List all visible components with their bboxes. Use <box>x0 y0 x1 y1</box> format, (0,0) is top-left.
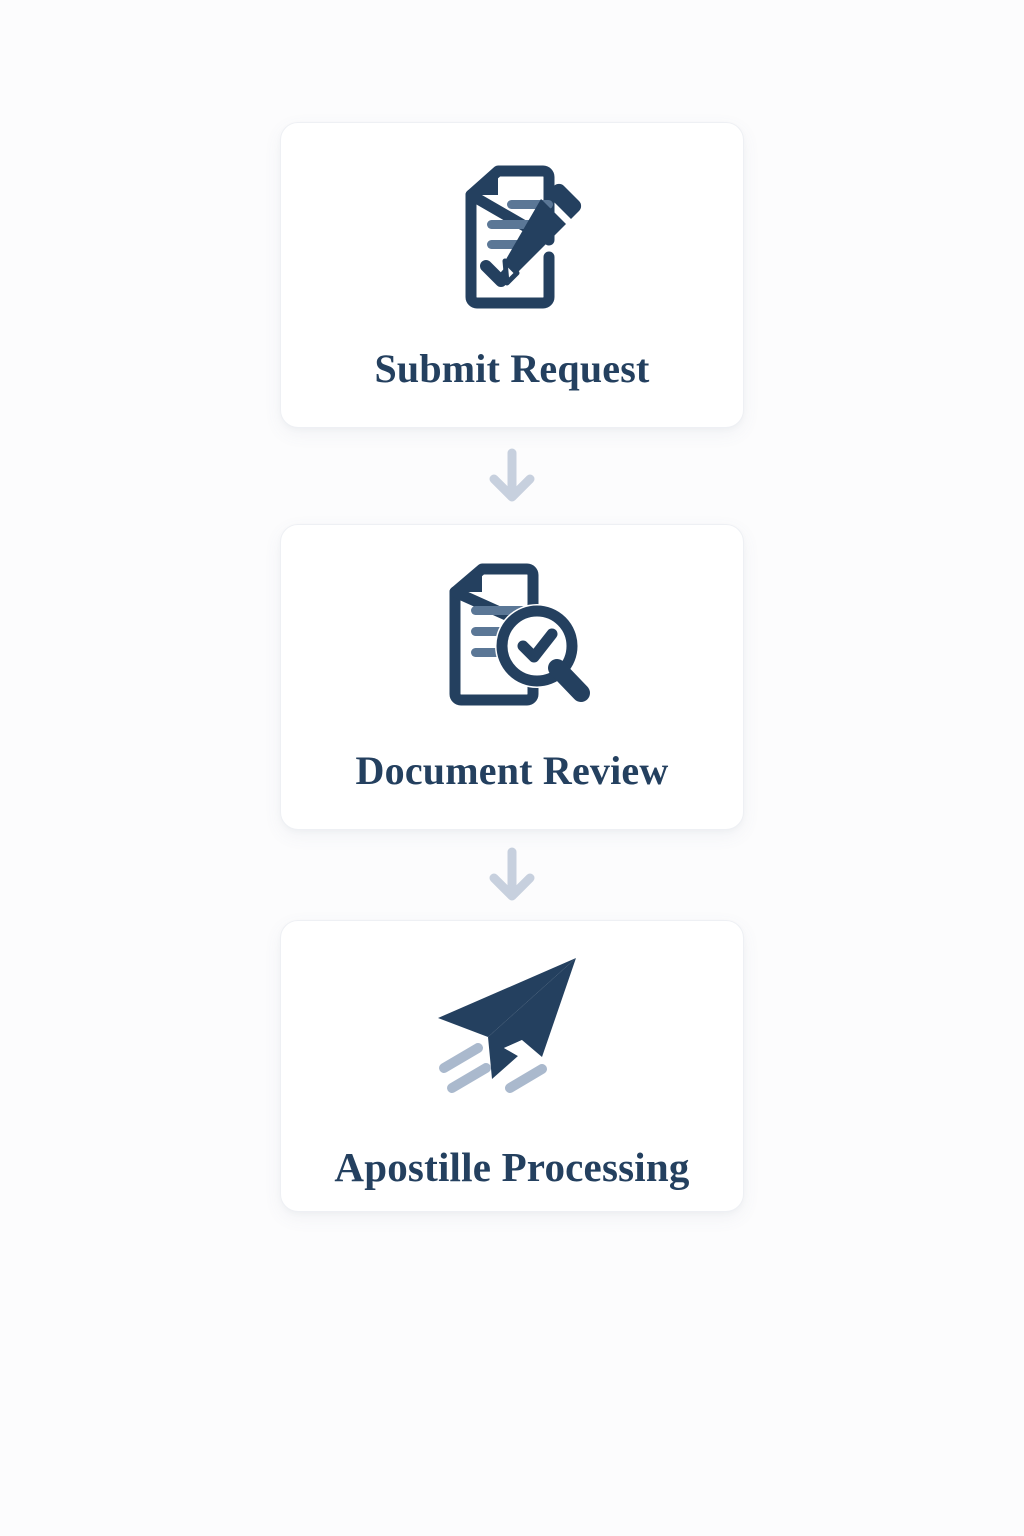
document-magnifier-check-icon <box>433 561 591 713</box>
step-icon-wrap <box>433 553 591 721</box>
arrow-down-icon <box>488 847 536 903</box>
flow-steps-stack: Submit Request <box>280 122 744 1212</box>
step-card-submit-request[interactable]: Submit Request <box>280 122 744 428</box>
connector-1 <box>280 428 744 524</box>
step-label: Submit Request <box>374 346 650 391</box>
paper-plane-icon <box>430 952 595 1097</box>
connector-2 <box>280 830 744 920</box>
step-label: Apostille Processing <box>334 1144 690 1190</box>
step-icon-wrap <box>437 153 587 321</box>
step-label: Document Review <box>355 748 669 793</box>
step-card-document-review[interactable]: Document Review <box>280 524 744 830</box>
arrow-down-icon <box>488 448 536 504</box>
document-pencil-check-icon <box>437 162 587 312</box>
step-icon-wrap <box>430 939 595 1109</box>
step-card-apostille-processing[interactable]: Apostille Processing <box>280 920 744 1212</box>
